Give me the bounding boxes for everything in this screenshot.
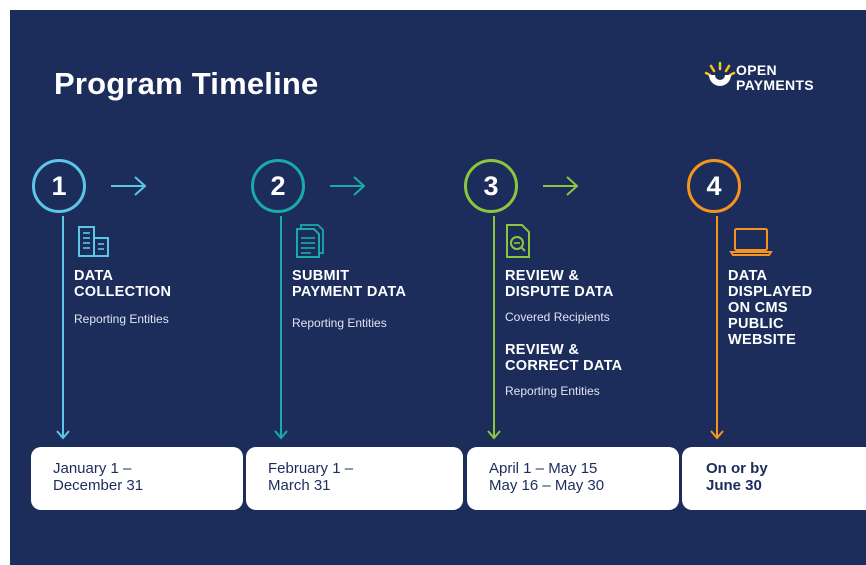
heading-line: SUBMIT	[292, 268, 350, 284]
logo-text: OPEN PAYMENTS	[736, 63, 814, 93]
step-1-date-card: January 1 – December 31	[31, 447, 243, 510]
step-3-circle: 3	[464, 159, 518, 213]
step-3-subtitle: Covered Recipients	[505, 310, 610, 324]
page-title: Program Timeline	[54, 66, 319, 101]
step-1-subtitle: Reporting Entities	[74, 312, 169, 326]
heading-line: REVIEW &	[505, 342, 580, 358]
heading-line: CORRECT DATA	[505, 358, 623, 374]
date-line: April 1 – May 15	[489, 460, 598, 477]
step-3-arrow-icon	[543, 176, 579, 196]
step-1-circle: 1	[32, 159, 86, 213]
logo-line-1: OPEN	[736, 62, 777, 78]
date-line: March 31	[268, 476, 331, 494]
step-2-down-arrow-icon	[274, 430, 288, 440]
heading-line: COLLECTION	[74, 284, 172, 300]
step-3-heading-2: REVIEW & CORRECT DATA	[505, 342, 622, 374]
document-search-icon	[506, 224, 530, 258]
step-1-down-arrow-icon	[56, 430, 70, 440]
step-4-line	[716, 216, 718, 438]
heading-line: PAYMENT DATA	[292, 284, 407, 300]
step-3-date-card: April 1 – May 15 May 16 – May 30	[467, 447, 679, 510]
heading-line: ON CMS	[728, 300, 788, 316]
heading-line: DISPLAYED	[728, 284, 813, 300]
step-2-subtitle: Reporting Entities	[292, 316, 387, 330]
step-2-arrow-icon	[330, 176, 366, 196]
step-4-down-arrow-icon	[710, 430, 724, 440]
heading-line: DATA	[728, 268, 768, 284]
step-3-date: April 1 – May 15 May 16 – May 30	[489, 460, 605, 494]
heading-line: DATA	[74, 268, 114, 284]
logo-line-2: PAYMENTS	[736, 77, 814, 93]
step-2-heading: SUBMIT PAYMENT DATA	[292, 268, 406, 300]
date-line: On or by	[706, 460, 768, 477]
date-line: May 16 – May 30	[489, 476, 605, 494]
step-1-heading: DATA COLLECTION	[74, 268, 171, 300]
laptop-icon	[729, 228, 773, 256]
step-3-line	[493, 216, 495, 438]
date-line: December 31	[53, 476, 144, 494]
step-4-circle: 4	[687, 159, 741, 213]
step-1-date: January 1 – December 31	[53, 460, 144, 494]
step-1-line	[62, 216, 64, 438]
sun-logo-icon	[704, 61, 736, 86]
step-3-down-arrow-icon	[487, 430, 501, 440]
heading-line: DISPUTE DATA	[505, 284, 614, 300]
date-line: February 1 –	[268, 460, 354, 477]
step-4-heading: DATA DISPLAYED ON CMS PUBLIC WEBSITE	[728, 268, 812, 348]
document-icon	[296, 224, 324, 258]
heading-line: REVIEW &	[505, 268, 580, 284]
step-3-subtitle-2: Reporting Entities	[505, 384, 600, 398]
step-1-arrow-icon	[111, 176, 147, 196]
timeline-slide: Program Timeline OPEN PAYMENTS 1	[10, 10, 866, 565]
step-2-line	[280, 216, 282, 438]
heading-line: PUBLIC	[728, 316, 784, 332]
step-3-heading: REVIEW & DISPUTE DATA	[505, 268, 614, 300]
heading-line: WEBSITE	[728, 332, 797, 348]
step-4-date: On or by June 30	[706, 460, 768, 494]
date-line: January 1 –	[53, 460, 132, 477]
step-2-date: February 1 – March 31	[268, 460, 354, 494]
step-2-date-card: February 1 – March 31	[246, 447, 463, 510]
step-2-circle: 2	[251, 159, 305, 213]
building-icon	[78, 226, 109, 257]
open-payments-logo: OPEN PAYMENTS	[704, 60, 856, 100]
date-line: June 30	[706, 476, 762, 494]
step-4-date-card: On or by June 30	[682, 447, 866, 510]
